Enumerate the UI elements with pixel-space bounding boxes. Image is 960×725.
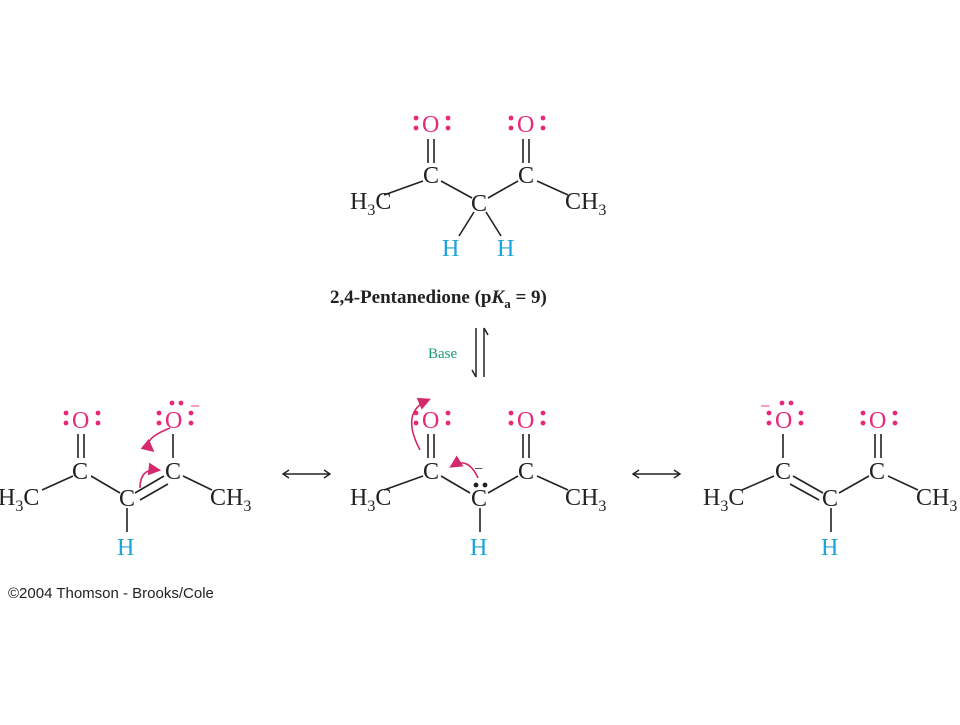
reagent-label: Base (428, 346, 458, 362)
top-c-left: C (423, 163, 439, 189)
right-o-right-lone-pairs (860, 410, 898, 426)
left-o-right: O (165, 408, 182, 434)
right-ch3: CH3 (916, 485, 957, 515)
left-o-left-lone-pairs (63, 410, 101, 426)
top-o-right-lone-pairs (508, 115, 546, 131)
top-o-right: O (517, 112, 534, 138)
top-bonds (383, 139, 569, 237)
middle-curved-arrow-pi (410, 397, 431, 451)
left-c-right: C (165, 459, 181, 485)
bond-cmid-c (487, 180, 519, 199)
middle-carbanion-lone-pair (473, 482, 488, 488)
middle-ch3: CH3 (565, 485, 606, 515)
top-molecule-pentanedione: O O C C C H3C CH3 H H (350, 112, 606, 262)
left-negative-charge: − (190, 396, 200, 416)
left-h3c: H3C (0, 485, 39, 515)
right-c-right: C (869, 459, 885, 485)
resonance-middle: O O C C − C H3C CH3 H (350, 397, 606, 561)
top-c-middle: C (471, 191, 487, 217)
middle-negative-charge: − (474, 461, 483, 478)
right-o-left-lone-pairs (766, 400, 804, 426)
middle-c-left: C (423, 459, 439, 485)
middle-h3c: H3C (350, 485, 391, 515)
left-c-left: C (72, 459, 88, 485)
middle-o-left: O (422, 408, 439, 434)
left-o-right-lone-pairs (156, 400, 194, 426)
compound-caption: 2,4-Pentanedione (pKa = 9) (330, 287, 547, 311)
middle-c-right: C (518, 459, 534, 485)
resonance-left: O O − C C C H3C CH3 H (0, 396, 251, 561)
bond-c-cmid (440, 180, 473, 199)
middle-c-middle: C (471, 486, 487, 512)
right-negative-charge: − (760, 396, 770, 416)
middle-h: H (470, 535, 487, 561)
top-o-left: O (422, 112, 439, 138)
middle-bonds (383, 434, 569, 532)
middle-o-right-lone-pairs (508, 410, 546, 426)
left-h: H (117, 535, 134, 561)
resonance-arrow-1 (281, 469, 332, 479)
right-h3c: H3C (703, 485, 744, 515)
bond-c-ch3 (536, 180, 569, 196)
left-curved-arrow-lonepair (140, 427, 171, 453)
equilibrium-arrows (471, 327, 489, 378)
top-ch3: CH3 (565, 189, 606, 219)
left-bonds (41, 434, 213, 532)
right-c-middle: C (822, 486, 838, 512)
right-bonds (741, 434, 919, 532)
left-ch3: CH3 (210, 485, 251, 515)
resonance-right: O − O C C C H3C CH3 H (703, 396, 957, 561)
right-o-right: O (869, 408, 886, 434)
left-c-middle: C (119, 486, 135, 512)
right-c-left: C (775, 459, 791, 485)
top-h-right: H (497, 236, 514, 262)
middle-o-right: O (517, 408, 534, 434)
bond-c-h-left (458, 211, 475, 237)
top-c-right: C (518, 163, 534, 189)
top-h3c: H3C (350, 189, 391, 219)
left-o-left: O (72, 408, 89, 434)
top-h-left: H (442, 236, 459, 262)
bond-ch3-c (383, 180, 424, 196)
top-o-left-lone-pairs (413, 115, 451, 131)
middle-curved-arrow-lonepair (449, 455, 479, 479)
bond-c-h-right (485, 211, 502, 237)
right-h: H (821, 535, 838, 561)
resonance-arrow-2 (631, 469, 682, 479)
copyright-notice: ©2004 Thomson - Brooks/Cole (8, 585, 214, 602)
right-o-left: O (775, 408, 792, 434)
left-curved-arrow-pi (139, 462, 162, 489)
